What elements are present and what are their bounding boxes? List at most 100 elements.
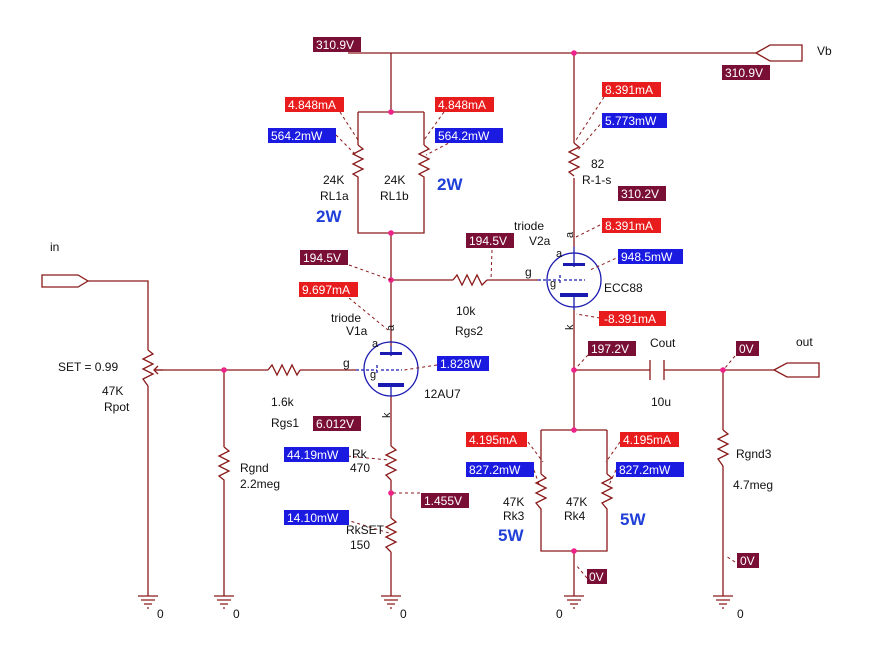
rl1a-value: 24K [323, 173, 344, 187]
probe-i-rk3: 4.195mA [469, 433, 517, 447]
probe-v-rkset: 1.455V [424, 494, 462, 508]
rk4-value: 47K [566, 495, 587, 509]
probe-v-vb: 310.9V [725, 66, 763, 80]
wires [88, 52, 774, 596]
cout-value: 10u [651, 395, 671, 409]
probe-i-v2a-k: -8.391mA [604, 312, 656, 326]
v2a-pin-a: a [564, 231, 576, 238]
probe-i-rl1a: 4.848mA [288, 98, 336, 112]
rgs1-symbol [267, 363, 301, 377]
node-dots [221, 50, 726, 554]
probe-p-v2a: 948.5mW [621, 250, 673, 264]
probe-v-grid2: 194.5V [469, 234, 507, 248]
rkset-value: 150 [350, 538, 370, 552]
rl1b-symbol [417, 144, 431, 186]
v1a-inner-a: a [372, 338, 379, 350]
r1s-name: R-1-s [582, 173, 611, 187]
probe-p-rkset: 14.10mW [287, 511, 339, 525]
cout-symbol [649, 360, 665, 380]
pot-value: 47K [102, 384, 123, 398]
rk3-name: Rk3 [503, 509, 525, 523]
tube-v2a [538, 247, 602, 310]
probe-i-r1s: 8.391mA [605, 83, 653, 97]
probe-p-rk: 44.19mW [287, 448, 339, 462]
rk4-symbol [600, 473, 614, 510]
probe-v-plate1: 194.5V [303, 251, 341, 265]
probe-leaders [335, 96, 736, 579]
pot-set: SET = 0.99 [58, 360, 118, 374]
rl1b-rating: 2W [437, 175, 463, 194]
v2a-pin-g: g [525, 265, 532, 279]
rk-name: Rk [352, 447, 368, 461]
rk3-value: 47K [503, 495, 524, 509]
rl1b-value: 24K [384, 173, 405, 187]
in-label: in [50, 240, 59, 254]
v1a-pin-a: a [385, 324, 397, 331]
rgnd-value: 2.2meg [240, 477, 280, 491]
port-in [41, 274, 90, 288]
rk3-rating: 5W [498, 526, 524, 545]
r1s-value: 82 [591, 157, 605, 171]
resistor-symbols [141, 142, 730, 553]
rpot-symbol [141, 349, 155, 387]
rk4-rating: 5W [620, 510, 646, 529]
pot-name: Rpot [104, 400, 130, 414]
probe-p-rk4: 827.2mW [619, 463, 671, 477]
v1a-model: 12AU7 [424, 387, 461, 401]
gnd-label-1: 0 [157, 607, 164, 621]
probe-p-rl1b: 564.2mW [438, 129, 490, 143]
out-label: out [796, 335, 813, 349]
probe-i-rk4: 4.195mA [623, 433, 671, 447]
v2a-name: V2a [529, 234, 551, 248]
v1a-type: triode [331, 311, 361, 325]
probe-p-r1s: 5.773mW [605, 114, 657, 128]
port-vb [754, 44, 803, 62]
v2a-type: triode [514, 219, 544, 233]
probe-v-out: 0V [739, 342, 754, 356]
rgs2-value: 10k [456, 304, 476, 318]
r1s-symbol [567, 142, 581, 177]
rl1a-symbol [351, 144, 365, 186]
rkset-name: RkSET [346, 523, 385, 537]
rk3-symbol [534, 473, 548, 510]
rgnd-symbol [217, 446, 231, 484]
rgs2-symbol [452, 273, 488, 287]
rgnd3-name: Rgnd3 [736, 447, 772, 461]
gnd-label-4: 0 [556, 607, 563, 621]
gnd-label-2: 0 [233, 607, 240, 621]
port-out [772, 362, 820, 378]
rgnd3-symbol [716, 429, 730, 467]
gnd-label-3: 0 [400, 607, 407, 621]
rgs1-name: Rgs1 [271, 416, 299, 430]
probe-i-rl1b: 4.848mA [438, 98, 486, 112]
v2a-model: ECC88 [604, 281, 643, 295]
rl1a-name: RL1a [320, 189, 349, 203]
probe-badges: 310.9V 310.9V 310.2V 194.5V 194.5V 197.2… [268, 37, 770, 584]
v2a-inner-g: g [550, 278, 556, 290]
probe-v-gnd-out: 0V [740, 554, 755, 568]
rl1b-name: RL1b [380, 189, 409, 203]
probe-v-v2a-anode: 310.2V [621, 187, 659, 201]
probe-p-v1a: 1.828W [440, 357, 482, 371]
rk4-name: Rk4 [564, 509, 586, 523]
probe-v-k1: 6.012V [316, 417, 354, 431]
rkset-symbol [384, 517, 398, 553]
v2a-inner-a: a [556, 248, 563, 260]
component-labels: in Vb out SET = 0.99 47K Rpot Rgnd 2.2me… [50, 44, 832, 621]
rk-symbol [384, 445, 398, 481]
v1a-name: V1a [346, 324, 368, 338]
vb-label: Vb [817, 44, 832, 58]
v1a-pin-k: k [381, 412, 393, 418]
probe-i-v2a-anode: 8.391mA [605, 219, 653, 233]
probe-p-rl1a: 564.2mW [271, 129, 323, 143]
rgs1-value: 1.6k [271, 395, 295, 409]
ground-symbols [138, 595, 733, 609]
probe-p-rk3: 827.2mW [469, 463, 521, 477]
rgnd-name: Rgnd [240, 461, 269, 475]
gnd-label-5: 0 [737, 607, 744, 621]
v1a-pin-g: g [343, 356, 350, 370]
probe-i-v1a: 9.697mA [302, 283, 350, 297]
probe-v-gnd-rk: 0V [589, 570, 604, 584]
cout-name: Cout [650, 336, 676, 350]
